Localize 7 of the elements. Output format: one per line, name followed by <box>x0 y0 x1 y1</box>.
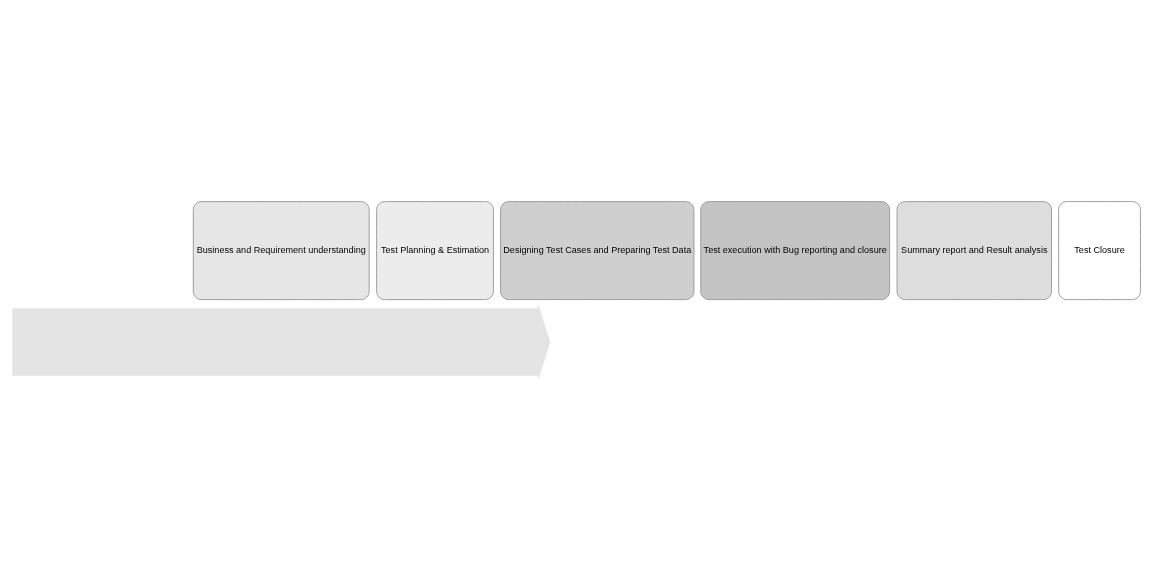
node-arrow <box>12 303 551 380</box>
node-box: Test execution with Bug reporting and closure <box>700 200 891 300</box>
node-box: Business and Requirement understanding <box>192 200 370 300</box>
node-box: Test Planning & Estimation <box>376 200 494 300</box>
node-box: Designing Test Cases and Preparing Test Data <box>500 200 695 300</box>
node-box: Test Closure <box>1058 200 1141 300</box>
node-box: Summary report and Result analysis <box>896 200 1052 300</box>
